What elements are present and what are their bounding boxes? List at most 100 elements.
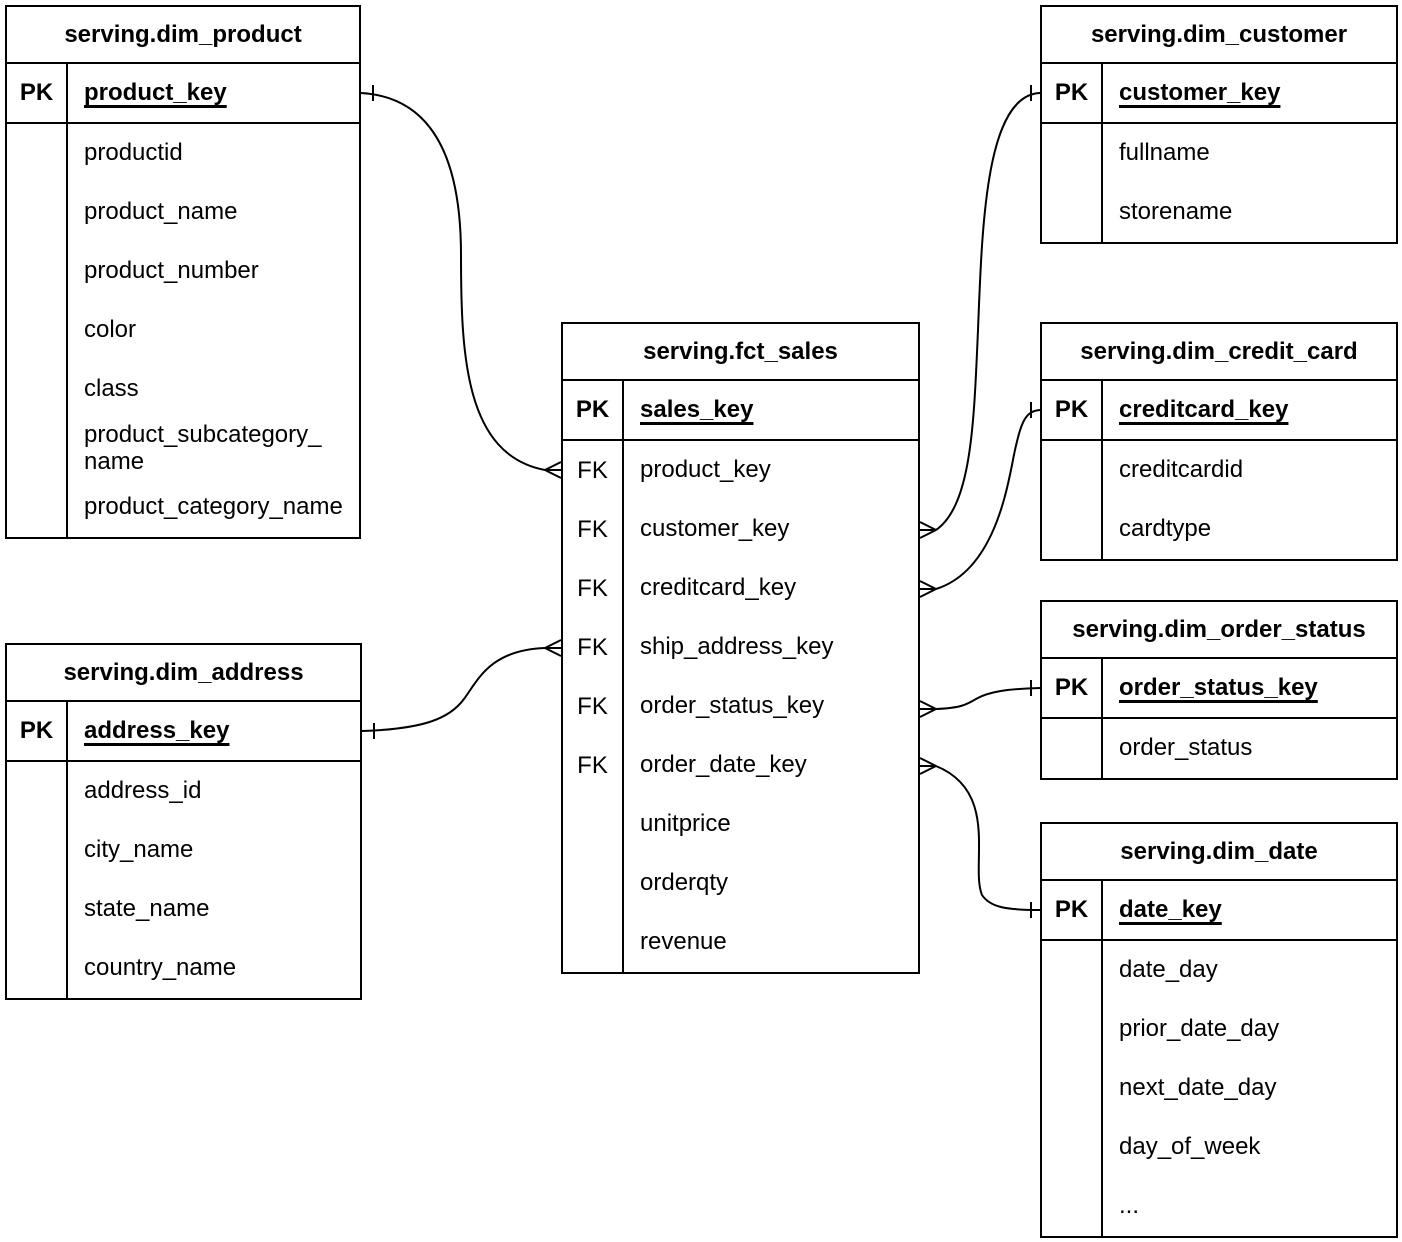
relation-line-order-status[interactable] (935, 687, 1041, 710)
relation-line-product[interactable] (360, 92, 546, 471)
relation-order-date (919, 757, 1041, 918)
empty-tag-cell (7, 242, 66, 301)
relation-line-customer[interactable] (935, 92, 1041, 531)
tag-column (1042, 124, 1103, 242)
field-color: color (84, 316, 137, 344)
empty-tag-cell (563, 795, 622, 854)
table-title: serving.dim_product (64, 20, 302, 48)
table-body: order_status (1042, 719, 1396, 778)
empty-tag-cell (1042, 719, 1101, 778)
relation-line-creditcard[interactable] (935, 409, 1041, 590)
primary-key-field: sales_key (624, 381, 918, 439)
relation-customer (919, 85, 1041, 539)
fk-tag: FK (577, 633, 608, 661)
field-creditcard-key: creditcard_key (640, 574, 797, 602)
field-city-name: city_name (84, 836, 194, 864)
field-day-of-week: day_of_week (1119, 1133, 1261, 1161)
field-column: fullname storename (1103, 124, 1396, 242)
empty-tag-cell (7, 880, 66, 939)
field-next-date-day: next_date_day (1119, 1074, 1277, 1102)
field-storename: storename (1119, 198, 1233, 226)
relation-creditcard (919, 402, 1041, 598)
pk-tag: PK (1042, 881, 1103, 939)
field-state-name: state_name (84, 895, 210, 923)
relation-line-order-date[interactable] (935, 765, 1041, 911)
field-product-number: product_number (84, 257, 259, 285)
fk-tag: FK (577, 456, 608, 484)
fk-tag: FK (577, 515, 608, 543)
empty-tag-cell (1042, 1000, 1101, 1059)
table-title: serving.dim_credit_card (1080, 337, 1358, 365)
field-class: class (84, 375, 139, 403)
field-prior-date-day: prior_date_day (1119, 1015, 1280, 1043)
table-title: serving.dim_address (63, 658, 304, 686)
primary-key-field-name: sales_key (640, 396, 754, 423)
empty-tag-cell (7, 360, 66, 419)
field-country-name: country_name (84, 954, 237, 982)
fk-tag: FK (577, 751, 608, 779)
empty-tag-cell (7, 183, 66, 242)
table-header-fct-sales: serving.fct_sales (563, 324, 918, 381)
field-order-status-key: order_status_key (640, 692, 825, 720)
pk-tag: PK (7, 64, 68, 122)
field-column: address_id city_name state_name country_nam… (68, 762, 360, 998)
crow-foot-many-marker (919, 757, 937, 775)
primary-key-field: creditcard_key (1103, 381, 1396, 439)
empty-tag-cell (7, 419, 66, 478)
field-product-category-name: product_category_name (84, 493, 343, 521)
field-ellipsis: ... (1119, 1192, 1140, 1220)
relation-ship-address (361, 639, 562, 739)
table-body: fullname storename (1042, 124, 1396, 242)
crow-foot-many-marker (544, 639, 562, 657)
pk-tag: PK (1042, 64, 1103, 122)
field-product-subcategory-name: product_subcategory_ name (84, 420, 322, 475)
primary-key-field: address_key (68, 702, 360, 760)
primary-key-field-name: customer_key (1119, 79, 1281, 106)
primary-key-row: PK date_key (1042, 881, 1396, 941)
table-body: address_id city_name state_name country_nam… (7, 762, 360, 998)
table-header-dim-date: serving.dim_date (1042, 824, 1396, 881)
field-address-id: address_id (84, 777, 202, 805)
crow-foot-many-marker (544, 461, 562, 479)
empty-tag-cell (7, 301, 66, 360)
relation-line-ship-address[interactable] (361, 647, 546, 732)
tag-column (1042, 719, 1103, 778)
tag-column (7, 762, 68, 998)
field-date-day: date_day (1119, 956, 1218, 984)
empty-tag-cell (1042, 500, 1101, 559)
primary-key-field-name: date_key (1119, 896, 1222, 923)
empty-tag-cell (7, 478, 66, 537)
crow-foot-many-marker (919, 580, 937, 598)
primary-key-field: product_key (68, 64, 359, 122)
primary-key-field-name: address_key (84, 717, 230, 744)
field-product-name: product_name (84, 198, 238, 226)
table-header-dim-order-status: serving.dim_order_status (1042, 602, 1396, 659)
empty-tag-cell (563, 913, 622, 972)
empty-tag-cell (7, 762, 66, 821)
field-orderqty: orderqty (640, 869, 729, 897)
crow-foot-many-marker (919, 521, 937, 539)
table-title: serving.dim_date (1120, 837, 1318, 865)
table-header-dim-product: serving.dim_product (7, 7, 359, 64)
primary-key-row: PK customer_key (1042, 64, 1396, 124)
pk-tag: PK (563, 381, 624, 439)
field-fullname: fullname (1119, 139, 1210, 167)
table-header-dim-address: serving.dim_address (7, 645, 360, 702)
relation-product (360, 85, 562, 479)
tag-column (1042, 941, 1103, 1236)
